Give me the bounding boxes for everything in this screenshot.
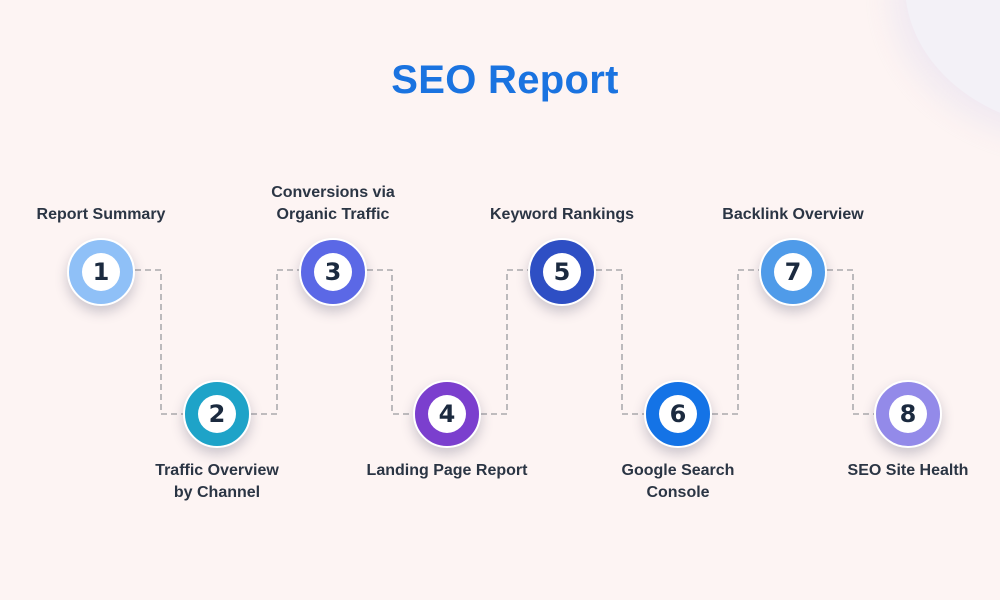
step-number: 1 bbox=[82, 253, 120, 291]
connector-line bbox=[596, 269, 644, 415]
step-number-badge: 5 bbox=[528, 238, 596, 306]
step-number-badge: 4 bbox=[413, 380, 481, 448]
step-number-badge: 2 bbox=[183, 380, 251, 448]
step-label-line: Landing Page Report bbox=[366, 462, 528, 479]
step-label: Traffic Overview by Channel bbox=[117, 460, 317, 504]
step-label: Landing Page Report bbox=[347, 460, 547, 482]
step-label: Keyword Rankings bbox=[462, 204, 662, 226]
step-number: 4 bbox=[428, 395, 466, 433]
step-label: Backlink Overview bbox=[693, 204, 893, 226]
step-number: 3 bbox=[314, 253, 352, 291]
step-label-line: Backlink Overview bbox=[722, 206, 864, 223]
connector-line bbox=[367, 269, 413, 415]
step-number: 6 bbox=[659, 395, 697, 433]
step-number: 7 bbox=[774, 253, 812, 291]
step-number-badge: 6 bbox=[644, 380, 712, 448]
step-label-line: Traffic Overview bbox=[155, 462, 279, 479]
step-label-line: Keyword Rankings bbox=[489, 206, 635, 223]
step-number-badge: 3 bbox=[299, 238, 367, 306]
connector-line bbox=[827, 269, 874, 415]
step-number-badge: 7 bbox=[759, 238, 827, 306]
step-number-badge: 1 bbox=[67, 238, 135, 306]
connector-line bbox=[251, 269, 299, 415]
step-label-line: SEO Site Health bbox=[847, 462, 969, 479]
step-label-line: by Channel bbox=[173, 484, 261, 501]
step-label-line: Report Summary bbox=[36, 206, 166, 223]
step-label-line: Conversions via bbox=[271, 184, 395, 201]
step-number-badge: 8 bbox=[874, 380, 942, 448]
step-number: 8 bbox=[889, 395, 927, 433]
connector-line bbox=[712, 269, 759, 415]
step-label: Report Summary bbox=[1, 204, 201, 226]
step-label-line: Organic Traffic bbox=[276, 206, 390, 223]
step-number: 2 bbox=[198, 395, 236, 433]
step-label: SEO Site Health bbox=[808, 460, 1000, 482]
connector-line bbox=[135, 269, 183, 415]
step-number: 5 bbox=[543, 253, 581, 291]
page-title: SEO Report bbox=[391, 58, 619, 102]
step-label-line: Google Search bbox=[621, 462, 735, 479]
step-label-line: Console bbox=[646, 484, 710, 501]
connector-line bbox=[481, 269, 528, 415]
